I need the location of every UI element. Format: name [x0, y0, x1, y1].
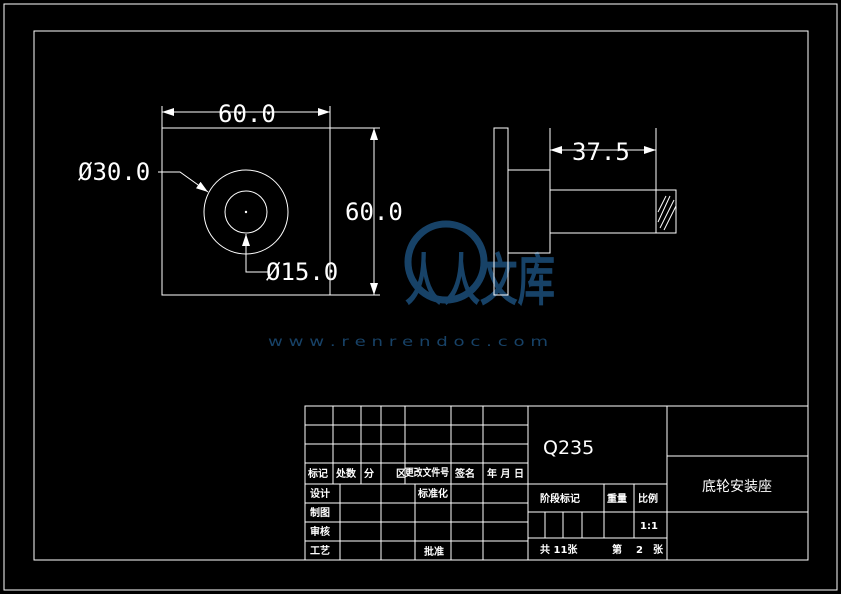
sheet-unit: 张: [653, 543, 664, 556]
rev-header-part: 分: [364, 467, 374, 480]
side-height-dim-text: 60.0: [345, 198, 403, 226]
sign-label-drafting: 制图: [310, 506, 330, 519]
inner-diameter-text: Ø15.0: [266, 258, 338, 286]
inner-diameter-leader: [242, 234, 270, 273]
outer-diameter-leader: [158, 171, 209, 193]
side-view-shaft-end: [655, 189, 677, 234]
sign-label-review: 审核: [310, 525, 330, 538]
watermark-text: 人人文库: [405, 249, 555, 314]
stage-mark-label: 阶段标记: [540, 492, 580, 505]
rev-header-date: 年 月 日: [487, 467, 524, 480]
side-view-boss: [507, 169, 551, 254]
center-point: [244, 210, 248, 214]
shaft-length-dim-text: 37.5: [572, 138, 630, 166]
title-block: 标记 处数 分 区 更改文件号 签名 年 月 日 设计 制图 审核 工艺 标准化…: [304, 405, 809, 561]
sign-label-design: 设计: [310, 487, 330, 500]
outer-frame: [3, 3, 838, 591]
part-name: 底轮安装座: [702, 479, 772, 495]
watermark: 人人文库 w w w . r e n r e n d o c . c o m: [268, 220, 555, 350]
side-view-shaft: [549, 189, 657, 234]
inner-diameter-circle: [224, 190, 268, 234]
material-text: Q235: [543, 437, 594, 459]
rev-header-mark: 标记: [307, 467, 328, 480]
rev-header-count: 处数: [335, 467, 357, 480]
sheet-no-label: 第: [612, 543, 622, 556]
rev-header-docno: 更改文件号: [405, 466, 449, 479]
outer-diameter-text: Ø30.0: [78, 158, 150, 186]
approve-label: 批准: [424, 545, 444, 558]
weight-label: 重量: [607, 492, 627, 505]
watermark-logo-ring: [404, 220, 488, 304]
sign-label-process: 工艺: [310, 544, 330, 557]
front-view-plate: [161, 127, 331, 296]
sheet-no: 2: [636, 545, 643, 556]
front-view: 60.0 Ø30.0 60.0 Ø15.0: [78, 100, 403, 296]
rev-header-zone: 区: [396, 468, 406, 480]
standardization-label: 标准化: [417, 487, 448, 500]
rev-header-sign: 签名: [454, 467, 475, 480]
top-width-dim-text: 60.0: [218, 100, 276, 128]
hatch-section: [657, 195, 677, 231]
side-view: 37.5: [493, 127, 677, 296]
scale-value: 1:1: [640, 521, 658, 532]
watermark-url: w w w . r e n r e n d o c . c o m: [268, 335, 548, 350]
scale-label: 比例: [638, 492, 658, 505]
sheets-total: 共 11张: [540, 543, 578, 556]
